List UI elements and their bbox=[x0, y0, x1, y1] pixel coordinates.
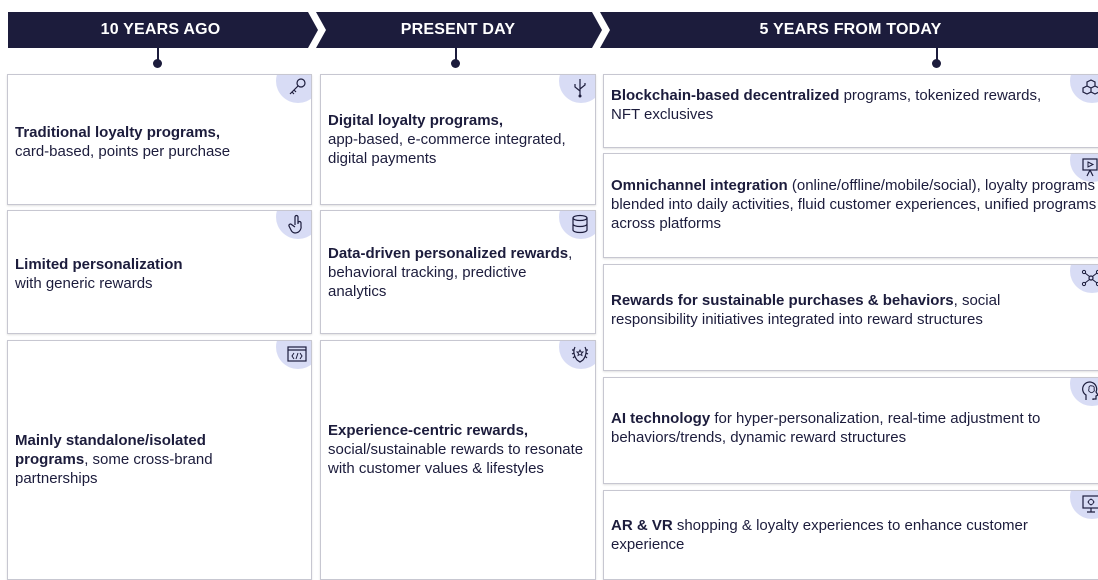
connector-line bbox=[936, 48, 938, 64]
card-text: AR & VR shopping & loyalty experiences t… bbox=[611, 517, 1028, 553]
vr-monitor-icon bbox=[1070, 491, 1098, 519]
card-experience-centric: Experience-centric rewards,social/sustai… bbox=[320, 340, 596, 580]
card-text: Mainly standalone/isolated programs, som… bbox=[15, 432, 213, 487]
card-ar-vr: AR & VR shopping & loyalty experiences t… bbox=[603, 490, 1098, 580]
database-icon bbox=[559, 211, 595, 239]
connector-line bbox=[455, 48, 457, 64]
card-standalone-programs: Mainly standalone/isolated programs, som… bbox=[7, 340, 312, 580]
card-text: Blockchain-based decentralized programs,… bbox=[611, 87, 1042, 123]
card-blockchain: Blockchain-based decentralized programs,… bbox=[603, 74, 1098, 148]
card-text: Rewards for sustainable purchases & beha… bbox=[611, 292, 1001, 328]
connector-dot bbox=[451, 59, 460, 68]
hand-pointer-icon bbox=[276, 211, 311, 239]
card-data-driven: Data-driven personalized rewards, behavi… bbox=[320, 210, 596, 334]
card-ai-technology: AI technology for hyper-personalization,… bbox=[603, 377, 1098, 484]
card-text: Experience-centric rewards,social/sustai… bbox=[328, 422, 584, 477]
card-digital-loyalty: Digital loyalty programs,app-based, e-co… bbox=[320, 74, 596, 205]
header-chevron-shapes bbox=[8, 12, 1098, 48]
header-present-day: PRESENT DAY bbox=[400, 21, 516, 38]
laurel-icon bbox=[559, 341, 595, 369]
timeline-header: 10 YEARS AGO PRESENT DAY 5 YEARS FROM TO… bbox=[8, 12, 1098, 48]
card-text: Digital loyalty programs,app-based, e-co… bbox=[328, 112, 566, 167]
card-sustainable-rewards: Rewards for sustainable purchases & beha… bbox=[603, 264, 1098, 371]
card-text: AI technology for hyper-personalization,… bbox=[611, 410, 1041, 446]
cubes-icon bbox=[1070, 75, 1098, 103]
ai-head-icon bbox=[1070, 378, 1098, 406]
card-text: Traditional loyalty programs,card-based,… bbox=[15, 124, 231, 160]
card-text: Data-driven personalized rewards, behavi… bbox=[328, 245, 573, 300]
card-text: Omnichannel integration (online/offline/… bbox=[611, 177, 1097, 232]
connector-dot bbox=[932, 59, 941, 68]
card-traditional-loyalty: Traditional loyalty programs,card-based,… bbox=[7, 74, 312, 205]
key-icon bbox=[276, 75, 311, 103]
connector-line bbox=[157, 48, 159, 64]
connector-dot bbox=[153, 59, 162, 68]
header-5-years-from-today: 5 YEARS FROM TODAY bbox=[759, 21, 942, 38]
header-10-years-ago: 10 YEARS AGO bbox=[100, 21, 221, 38]
network-icon bbox=[1070, 265, 1098, 293]
code-window-icon bbox=[276, 341, 311, 369]
card-omnichannel: Omnichannel integration (online/offline/… bbox=[603, 153, 1098, 258]
usb-icon bbox=[559, 75, 595, 103]
